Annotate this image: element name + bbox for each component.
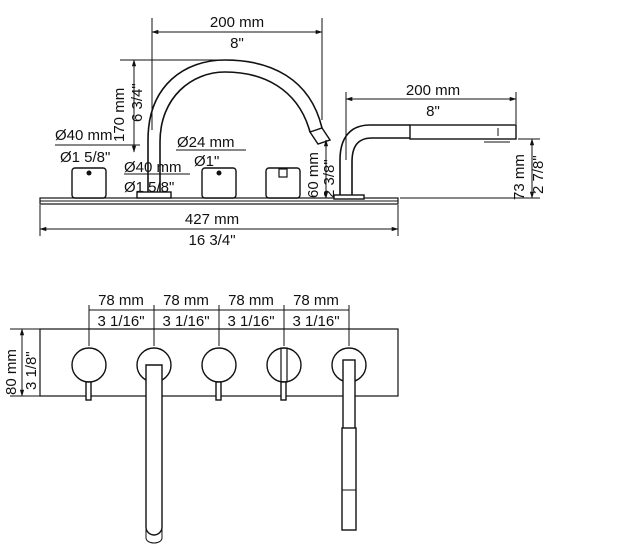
hand-shower-length-inch: 8"	[426, 103, 440, 120]
outlet-height-inch: 2 3/8"	[321, 159, 338, 198]
top-spout-tip	[145, 528, 163, 544]
top-shower-hose	[342, 359, 356, 431]
top-view: 78 mm 3 1/16" 78 mm 3 1/16" 78 mm 3 1/16…	[3, 292, 399, 544]
plate-length-mm: 427 mm	[185, 211, 239, 228]
side-handle-3	[201, 167, 237, 199]
spacing-1-inch: 3 1/16"	[97, 313, 144, 330]
handle-diameter-mm: Ø40 mm	[55, 127, 113, 144]
top-shower-handle	[341, 427, 357, 531]
hand-shower-length-mm: 200 mm	[406, 82, 460, 99]
top-handle-1	[71, 347, 107, 383]
top-spout	[145, 364, 163, 536]
base-diameter-mm: Ø40 mm	[124, 159, 182, 176]
spout-width-mm: 200 mm	[210, 14, 264, 31]
spacing-2-mm: 78 mm	[163, 292, 209, 309]
side-handle-4	[265, 167, 301, 199]
side-handle-1	[71, 167, 107, 199]
spacing-2-inch: 3 1/16"	[162, 313, 209, 330]
spout-diameter-mm: Ø24 mm	[177, 134, 235, 151]
hand-shower-height-mm: 73 mm	[511, 154, 528, 200]
hand-shower-height-inch: 2 7/8"	[530, 155, 547, 194]
plate-depth-inch: 3 1/8"	[23, 351, 40, 390]
top-handle-1-lever	[85, 381, 92, 401]
hand-shower-hose	[339, 124, 410, 198]
base-diameter-inch: Ø1 5/8"	[124, 179, 174, 196]
spout-height-mm: 170 mm	[111, 88, 128, 142]
spout-arc	[147, 59, 323, 192]
spout-base	[136, 191, 172, 199]
handle-diameter-inch: Ø1 5/8"	[60, 149, 110, 166]
hand-shower-hose-inner	[351, 137, 410, 198]
spacing-4-inch: 3 1/16"	[292, 313, 339, 330]
hand-shower-handle	[409, 124, 517, 140]
plate-depth-mm: 80 mm	[3, 349, 20, 395]
top-handle-3	[201, 347, 237, 383]
spout-width-inch: 8"	[230, 35, 244, 52]
spacing-4-mm: 78 mm	[293, 292, 339, 309]
spacing-3-inch: 3 1/16"	[227, 313, 274, 330]
hand-shower-base	[333, 194, 365, 200]
spout-tip	[308, 127, 332, 145]
spout-diameter-inch: Ø1"	[194, 153, 219, 170]
top-handle-4	[266, 347, 302, 383]
outlet-height-mm: 60 mm	[305, 152, 322, 198]
spout-height-inch: 6 3/4"	[129, 83, 146, 122]
side-handle-1-dot	[86, 170, 92, 176]
plate-length-inch: 16 3/4"	[188, 232, 235, 249]
side-handle-3-dot	[216, 170, 222, 176]
top-handle-4-lever	[280, 381, 287, 401]
side-view: 200 mm 8" 170 mm 6 3/4" Ø40 mm Ø1 5/8" Ø…	[39, 14, 547, 249]
spout-arc-inner	[159, 71, 311, 192]
side-handle-4-mark	[278, 168, 288, 178]
spacing-3-mm: 78 mm	[228, 292, 274, 309]
top-handle-3-lever	[215, 381, 222, 401]
spacing-1-mm: 78 mm	[98, 292, 144, 309]
